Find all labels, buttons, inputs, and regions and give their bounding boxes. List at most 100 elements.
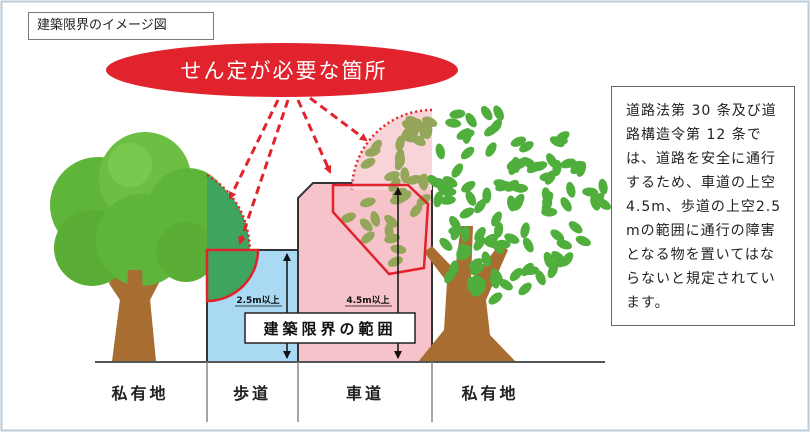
- leaf: [370, 211, 381, 227]
- leaf: [394, 154, 406, 171]
- leaf: [465, 190, 477, 206]
- zone-label-private-left: 私有地: [111, 384, 168, 403]
- leaf: [493, 222, 504, 239]
- leaf: [472, 275, 487, 287]
- leaf: [504, 233, 520, 244]
- roadway-clearance-label: 4.5m以上: [346, 294, 389, 306]
- leaf: [522, 237, 534, 253]
- leaf: [422, 116, 438, 127]
- leaf: [590, 195, 601, 211]
- leaf: [449, 109, 466, 119]
- leaf: [370, 139, 382, 154]
- leaf: [470, 263, 485, 276]
- leaf: [432, 178, 448, 188]
- right-tree-trunk: [418, 226, 516, 362]
- leaf: [560, 197, 572, 212]
- leaf: [460, 146, 475, 160]
- leaf: [556, 239, 573, 250]
- leaf: [539, 172, 556, 182]
- leaf: [560, 158, 576, 169]
- clearance-area-box: [244, 312, 416, 344]
- leaf: [461, 180, 476, 193]
- left-pruning-boundary: [206, 173, 252, 251]
- leaf: [491, 240, 504, 254]
- leaf: [506, 158, 522, 170]
- leaf: [359, 218, 373, 232]
- leaf: [384, 171, 400, 182]
- leaf: [543, 251, 554, 268]
- leaf: [406, 174, 422, 185]
- leaf: [566, 181, 576, 198]
- leaf: [484, 124, 499, 137]
- clearance-area-label: 建築限界の範囲: [263, 320, 396, 338]
- right-pruning-boundary: [350, 108, 433, 191]
- callout-arrow-left-lower: [238, 99, 290, 245]
- leaf: [460, 226, 471, 243]
- leaf: [433, 191, 443, 208]
- zone-label-sidewalk: 歩道: [233, 384, 271, 403]
- leaf: [489, 272, 500, 289]
- left-pruning-zone: [207, 175, 250, 250]
- leaf: [493, 105, 504, 121]
- leaf: [405, 116, 421, 127]
- diagram-title: 建築限界のイメージ図: [28, 12, 214, 40]
- leaf: [360, 231, 375, 244]
- leaf: [520, 222, 530, 239]
- leaf: [519, 141, 534, 153]
- leaf: [485, 142, 497, 157]
- leaf: [518, 282, 532, 296]
- leaf: [505, 179, 519, 192]
- leaf: [541, 187, 552, 204]
- leaf: [480, 105, 493, 121]
- callout-arrow-left-upper: [228, 99, 280, 200]
- leaf: [471, 284, 486, 297]
- zone-label-private-right: 私有地: [461, 384, 518, 403]
- leaf: [512, 183, 528, 193]
- leaf: [340, 212, 357, 223]
- leaf: [448, 226, 465, 236]
- leaf: [466, 276, 476, 293]
- leaf: [400, 167, 410, 184]
- leaf: [360, 157, 376, 169]
- left-tree-trunk-lower: [108, 270, 158, 362]
- leaf: [561, 252, 574, 267]
- sidewalk-pruning-area: [205, 248, 260, 303]
- leaf: [410, 203, 423, 218]
- leaf: [509, 267, 523, 282]
- legal-note: 道路法第 30 条及び道路構造令第 12 条では、道路を安全に通行するため、車道…: [611, 86, 795, 326]
- leaf: [445, 118, 462, 128]
- leaf: [541, 207, 558, 217]
- left-tree-canopy: [50, 132, 228, 286]
- leaf: [395, 135, 405, 152]
- leaf: [488, 292, 503, 305]
- pruning-callout-text: せん定が必要な箇所: [181, 59, 388, 83]
- leaf: [360, 197, 376, 208]
- leaf: [384, 223, 394, 240]
- leaf: [411, 135, 426, 146]
- leaf: [481, 251, 492, 268]
- leaf: [482, 187, 492, 204]
- leaf: [418, 174, 428, 191]
- leaf: [459, 207, 475, 219]
- pruning-callout: [106, 43, 458, 97]
- leaf: [510, 136, 527, 147]
- leaf: [555, 131, 570, 143]
- leaf: [451, 163, 464, 178]
- leaf: [456, 244, 466, 261]
- zone-label-roadway: 車道: [346, 384, 384, 403]
- leaf: [551, 251, 565, 264]
- leaf: [456, 128, 472, 140]
- sidewalk-clearance-label: 2.5m以上: [236, 294, 279, 306]
- callout-arrow-right-upper: [309, 96, 368, 142]
- leaf: [596, 198, 611, 210]
- leaf: [582, 187, 599, 197]
- leaf: [439, 237, 453, 251]
- leaf: [507, 195, 517, 212]
- leaf: [474, 199, 487, 214]
- leaf: [473, 236, 486, 251]
- leaf: [550, 229, 565, 242]
- leaf: [495, 181, 511, 192]
